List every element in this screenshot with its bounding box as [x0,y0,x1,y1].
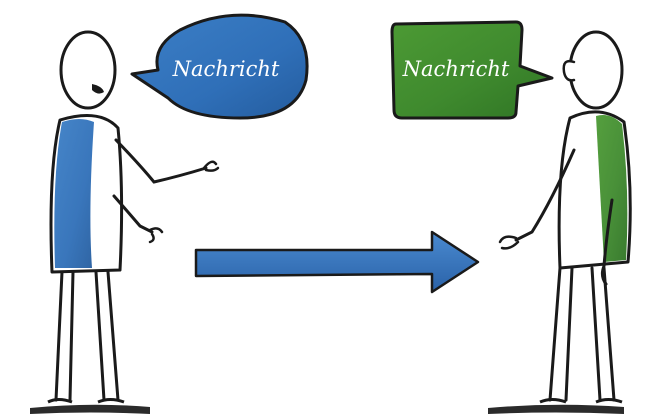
transmission-arrow [194,230,480,294]
receiver-back-arm [600,198,614,286]
receiver-body-color [596,115,628,262]
sender-speech-bubble: Nachricht [130,13,309,120]
sender-bubble-shape [130,13,309,120]
receiver-message-label: Nachricht [402,57,510,81]
sender-lower-arm [112,194,154,234]
receiver-front-arm [514,148,576,242]
receiver-figure [488,30,632,414]
sender-feet [47,398,125,404]
receiver-ear [562,59,576,82]
sender-head [59,30,117,110]
sender-hand-raised [202,160,220,172]
receiver-left-leg [548,266,574,402]
receiver-speech-bubble: Nachricht [390,20,554,120]
receiver-feet [539,398,623,404]
receiver-hand [498,235,520,250]
sender-ground-shadow [30,404,150,414]
sender-upper-arm [114,138,208,184]
sender-body-color [54,119,94,268]
receiver-head [568,30,624,110]
receiver-bubble-shape [390,20,554,120]
sender-mouth [92,84,104,94]
sender-figure [30,30,220,414]
sender-right-leg [94,270,120,402]
receiver-ground-shadow [488,404,624,414]
sender-message-label: Nachricht [172,57,280,81]
sender-left-leg [54,270,75,402]
sender-hand-low [148,227,164,244]
receiver-right-leg [590,266,616,402]
